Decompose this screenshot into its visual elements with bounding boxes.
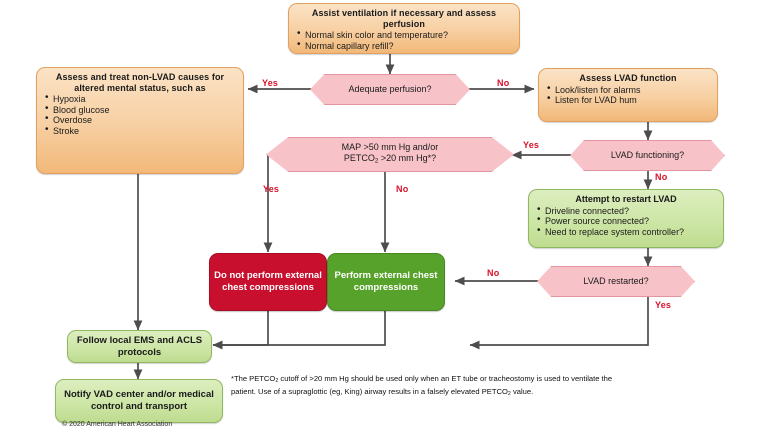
bullet-item: Normal skin color and temperature? xyxy=(295,29,513,41)
node-follow-local-ems[interactable]: Follow local EMS and ACLS protocols xyxy=(67,330,212,363)
node-text: Follow local EMS and ACLS protocols xyxy=(76,334,203,358)
footnote-post: value. xyxy=(510,386,534,396)
node-map-petco2[interactable]: MAP >50 mm Hg and/or PETCO2 >20 mm Hg*? xyxy=(266,137,514,172)
petco2-subscript: 2 xyxy=(374,157,379,165)
bullet-item: Blood glucose xyxy=(43,104,237,116)
node-attempt-restart-lvad[interactable]: Attempt to restart LVAD Driveline connec… xyxy=(528,189,724,248)
bullet-item: Power source connected? xyxy=(535,215,717,227)
footnote-sub-1: 2 xyxy=(275,378,279,385)
node-text: Do not perform external chest compressio… xyxy=(214,270,322,293)
edge-label-lvad-restarted-no: No xyxy=(487,268,500,278)
edge-label-perfusion-no: No xyxy=(497,78,510,88)
footnote: *The PETCO2 cutoff of >20 mm Hg should b… xyxy=(231,374,631,399)
edge-label-lvad-functioning-no: No xyxy=(655,172,668,182)
footnote-mid: cutoff of >20 mm Hg should be used only … xyxy=(231,374,613,396)
node-do-not-perform-compressions[interactable]: Do not perform external chest compressio… xyxy=(209,253,327,311)
edge-label-map-yes: Yes xyxy=(263,184,280,194)
edge-label-lvad-functioning-yes: Yes xyxy=(523,140,540,150)
node-assist-ventilation[interactable]: Assist ventilation if necessary and asse… xyxy=(288,3,520,54)
bullet-item: Stroke xyxy=(43,125,237,137)
node-title: Assess LVAD function xyxy=(579,73,677,83)
edge-label-map-no: No xyxy=(396,184,409,194)
node-adequate-perfusion[interactable]: Adequate perfusion? xyxy=(310,74,470,105)
node-bullets: Normal skin color and temperature? Norma… xyxy=(295,29,513,52)
bullet-item: Hypoxia xyxy=(43,93,237,105)
node-text: LVAD restarted? xyxy=(583,276,649,286)
bullet-item: Look/listen for alarms xyxy=(545,84,711,96)
footnote-sub-2: 2 xyxy=(507,390,511,397)
edge-donot-to-ems xyxy=(212,311,269,350)
map-line-1: MAP >50 mm Hg and/or xyxy=(341,142,439,153)
node-assess-treat-non-lvad[interactable]: Assess and treat non-LVAD causes for alt… xyxy=(36,67,244,174)
bullet-item: Need to replace system controller? xyxy=(535,226,717,238)
copyright-notice: © 2020 American Heart Association xyxy=(62,421,173,428)
edge-label-perfusion-yes: Yes xyxy=(262,78,279,88)
node-text: Adequate perfusion? xyxy=(348,84,432,94)
node-text: Notify VAD center and/or medical control… xyxy=(64,389,214,412)
map-line-2-rest: >20 mm Hg*? xyxy=(378,153,437,164)
node-notify-vad-center[interactable]: Notify VAD center and/or medical control… xyxy=(55,379,223,423)
petco2-label: PETCO xyxy=(343,153,375,164)
node-bullets: Look/listen for alarms Listen for LVAD h… xyxy=(545,84,711,106)
edge-label-lvad-restarted-yes: Yes xyxy=(655,300,672,310)
bullet-item: Overdose xyxy=(43,114,237,126)
node-text: Perform external chest compressions xyxy=(334,270,438,293)
node-bullets: Hypoxia Blood glucose Overdose Stroke xyxy=(43,93,237,137)
node-text: LVAD functioning? xyxy=(610,150,685,160)
edge-perform-to-ems xyxy=(212,311,386,350)
bullet-item: Listen for LVAD hum xyxy=(545,94,711,106)
bullet-item: Driveline connected? xyxy=(535,205,717,217)
node-bullets: Driveline connected? Power source connec… xyxy=(535,205,717,238)
node-title: Assess and treat non-LVAD causes for alt… xyxy=(55,72,225,93)
node-title: Assist ventilation if necessary and asse… xyxy=(311,8,497,29)
node-lvad-restarted[interactable]: LVAD restarted? xyxy=(537,266,695,297)
node-text: MAP >50 mm Hg and/or PETCO2 >20 mm Hg*? xyxy=(342,142,439,166)
node-lvad-functioning[interactable]: LVAD functioning? xyxy=(570,140,725,171)
bullet-item: Normal capillary refill? xyxy=(295,40,513,52)
node-perform-compressions[interactable]: Perform external chest compressions xyxy=(327,253,445,311)
node-title: Attempt to restart LVAD xyxy=(575,194,677,204)
edge-restarted-yes xyxy=(469,296,649,350)
node-assess-lvad-function[interactable]: Assess LVAD function Look/listen for ala… xyxy=(538,68,718,122)
footnote-pre: *The PETCO xyxy=(231,374,276,383)
